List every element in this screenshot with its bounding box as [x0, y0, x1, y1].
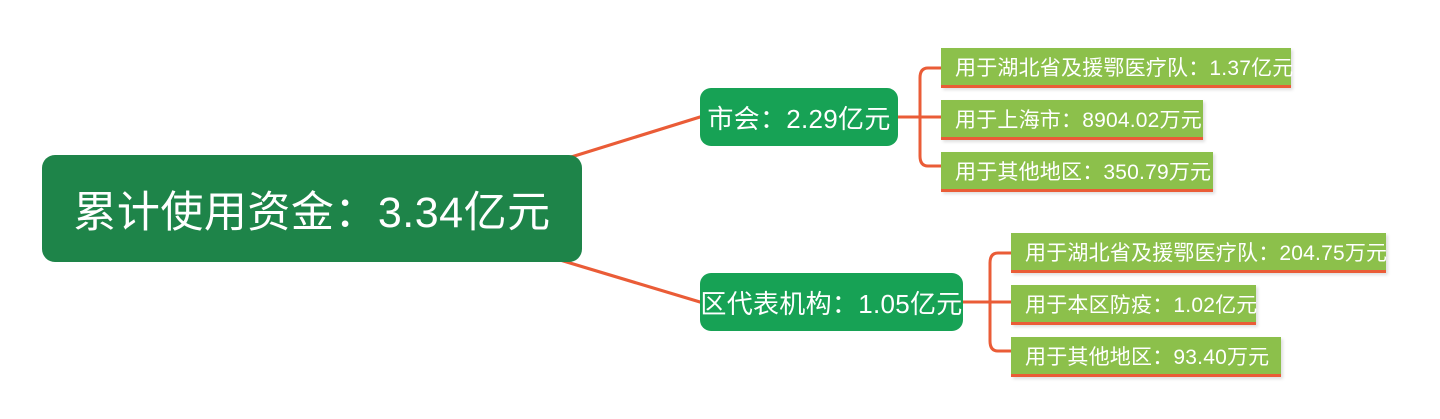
leaf-node-qudaibiao-other[interactable]: 用于其他地区：93.40万元	[1011, 337, 1281, 377]
leaf-node-qudaibiao-local[interactable]: 用于本区防疫：1.02亿元	[1011, 285, 1258, 325]
root-node-label: 累计使用资金：3.34亿元	[73, 188, 551, 237]
leaf-node-qudaibiao-hubei-label: 用于湖北省及援鄂医疗队：204.75万元	[1025, 241, 1388, 265]
leaf-node-qudaibiao-other-label: 用于其他地区：93.40万元	[1025, 345, 1270, 369]
leaf-node-shihui-hubei-label: 用于湖北省及援鄂医疗队：1.37亿元	[955, 56, 1294, 80]
leaf-node-shihui-other-label: 用于其他地区：350.79万元	[955, 160, 1212, 184]
leaf-node-qudaibiao-hubei[interactable]: 用于湖北省及援鄂医疗队：204.75万元	[1011, 233, 1388, 273]
connector-branch-1-spine	[918, 66, 941, 168]
leaf-node-shihui-hubei[interactable]: 用于湖北省及援鄂医疗队：1.37亿元	[941, 48, 1294, 88]
connector-root-to-branch-2	[558, 258, 702, 304]
branch-node-qudaibiao-label: 区代表机构：1.05亿元	[700, 288, 963, 319]
branch-node-qudaibiao[interactable]: 区代表机构：1.05亿元	[700, 273, 963, 331]
leaf-node-qudaibiao-local-label: 用于本区防疫：1.02亿元	[1025, 293, 1258, 317]
branch-node-shihui-label: 市会：2.29亿元	[707, 103, 891, 134]
leaf-node-shihui-shanghai-label: 用于上海市：8904.02万元	[955, 108, 1202, 132]
leaf-node-shihui-shanghai[interactable]: 用于上海市：8904.02万元	[941, 100, 1203, 140]
leaf-node-shihui-other[interactable]: 用于其他地区：350.79万元	[941, 152, 1213, 192]
connector-root-to-branch-1	[566, 115, 702, 160]
branch-node-shihui[interactable]: 市会：2.29亿元	[700, 88, 898, 146]
root-node[interactable]: 累计使用资金：3.34亿元	[42, 155, 582, 262]
connector-branch-2-spine	[988, 251, 1011, 353]
